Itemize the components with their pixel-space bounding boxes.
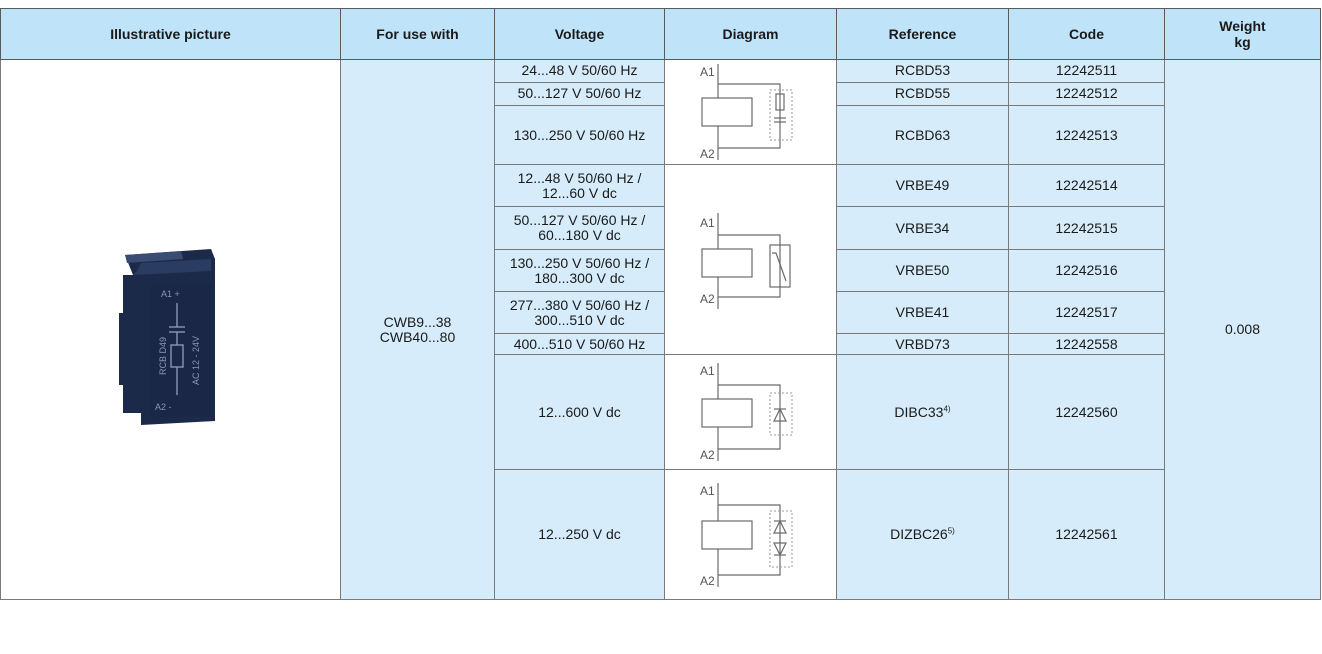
voltage-cell: 50...127 V 50/60 Hz /60...180 V dc bbox=[494, 206, 665, 250]
voltage-cell: 12...48 V 50/60 Hz /12...60 V dc bbox=[494, 164, 665, 207]
table-row: 400...510 V 50/60 Hz VRBD73 12242558 bbox=[1, 333, 1321, 355]
module-a1-label: A1 + bbox=[161, 289, 180, 299]
reference-label: DIZBC26 bbox=[890, 526, 948, 542]
diagram-a2-label: A2 bbox=[700, 448, 715, 462]
code-cell: 12242515 bbox=[1008, 206, 1165, 250]
table-row: 50...127 V 50/60 Hz /60...180 V dc VRBE3… bbox=[1, 206, 1321, 250]
for-use-with-line-2: CWB40...80 bbox=[379, 328, 456, 345]
reference-cell: RCBD63 bbox=[836, 105, 1009, 165]
surge-module-image: A1 + A2 - RCB D49 AC 12 - 24V bbox=[118, 248, 215, 425]
diagram-diode-cell: A1 A2 bbox=[664, 354, 837, 470]
product-image-cell: A1 + A2 - RCB D49 AC 12 - 24V bbox=[0, 59, 341, 600]
reference-cell: VRBE49 bbox=[836, 164, 1009, 207]
voltage-line-2: 300...510 V dc bbox=[534, 311, 625, 328]
code-cell: 12242516 bbox=[1008, 249, 1165, 292]
header-reference: Reference bbox=[836, 8, 1009, 60]
diagram-a2-label: A2 bbox=[700, 574, 715, 588]
reference-label: DIBC33 bbox=[894, 403, 944, 420]
voltage-line-1: 50...127 V 50/60 Hz / bbox=[513, 212, 646, 228]
table-row: 12...48 V 50/60 Hz /12...60 V dc A1 A2 V… bbox=[1, 164, 1321, 355]
reference-cell: VRBE41 bbox=[836, 291, 1009, 334]
voltage-line-1: 130...250 V 50/60 Hz / bbox=[509, 254, 650, 271]
voltage-cell: 277...380 V 50/60 Hz /300...510 V dc bbox=[494, 291, 665, 334]
header-for-use-with: For use with bbox=[340, 8, 495, 60]
module-model-label: RCB D49 bbox=[158, 336, 168, 374]
table-row: A1 + A2 - RCB D49 AC 12 - 24V CWB9...38 … bbox=[0, 59, 1321, 600]
voltage-cell: 130...250 V 50/60 Hz bbox=[494, 105, 665, 165]
code-cell: 12242512 bbox=[1008, 81, 1165, 107]
voltage-cell: 12...600 V dc bbox=[494, 354, 665, 470]
surge-suppressor-table: Illustrative picture For use with Voltag… bbox=[0, 8, 1321, 600]
diagram-a2-label: A2 bbox=[700, 292, 715, 306]
table-row: 12...250 V dc A1 A2 DIZBC265) 1224256 bbox=[1, 469, 1321, 600]
header-voltage: Voltage bbox=[494, 8, 665, 60]
code-cell: 12242558 bbox=[1008, 333, 1165, 355]
weight-cell: 0.008 bbox=[1164, 59, 1321, 600]
voltage-cell: 400...510 V 50/60 Hz bbox=[494, 333, 665, 355]
table-row: 50...127 V 50/60 Hz RCBD55 12242512 bbox=[1, 81, 1321, 107]
voltage-line-2: 12...60 V dc bbox=[542, 184, 617, 201]
header-weight-unit: kg bbox=[1234, 34, 1251, 50]
voltage-cell: 12...250 V dc bbox=[494, 469, 665, 600]
diode-circuit-diagram: A1 A2 bbox=[700, 363, 792, 462]
module-a2-label: A2 - bbox=[155, 402, 172, 412]
diagram-a1-label: A1 bbox=[700, 216, 715, 230]
table-row: 12...600 V dc A1 A2 DIBC334) 12242560 bbox=[1, 354, 1321, 470]
rc-circuit-diagram: A1 A2 bbox=[700, 64, 792, 161]
diagram-a2-label: A2 bbox=[700, 147, 715, 161]
table-row: 277...380 V 50/60 Hz /300...510 V dc VRB… bbox=[1, 291, 1321, 334]
footnote-marker: 5) bbox=[947, 526, 955, 536]
table-row: 130...250 V 50/60 Hz /180...300 V dc VRB… bbox=[1, 249, 1321, 292]
header-illustrative-picture: Illustrative picture bbox=[0, 8, 341, 60]
diagram-varistor-cell: A1 A2 bbox=[664, 164, 837, 355]
header-code: Code bbox=[1008, 8, 1165, 60]
for-use-with-line-1: CWB9...38 bbox=[383, 313, 452, 330]
for-use-with-cell: CWB9...38 CWB40...80 bbox=[340, 59, 495, 600]
voltage-line-2: 60...180 V dc bbox=[538, 227, 621, 243]
voltage-cell: 50...127 V 50/60 Hz bbox=[494, 81, 665, 107]
table-row: 130...250 V 50/60 Hz RCBD63 12242513 bbox=[1, 105, 1321, 165]
voltage-line-2: 180...300 V dc bbox=[534, 269, 625, 286]
varistor-circuit-diagram: A1 A2 bbox=[700, 212, 791, 309]
header-diagram: Diagram bbox=[664, 8, 837, 60]
reference-cell: RCBD55 bbox=[836, 81, 1009, 107]
zener-diode-circuit-diagram: A1 A2 bbox=[700, 482, 792, 588]
diagram-rc-cell: A1 A2 bbox=[664, 59, 837, 165]
diagram-a1-label: A1 bbox=[700, 65, 715, 79]
reference-cell: VRBD73 bbox=[836, 333, 1009, 355]
voltage-cell: 130...250 V 50/60 Hz /180...300 V dc bbox=[494, 249, 665, 292]
code-cell: 12242514 bbox=[1008, 164, 1165, 207]
reference-cell: DIBC334) bbox=[836, 354, 1009, 470]
voltage-cell: 24...48 V 50/60 Hz bbox=[494, 59, 665, 83]
reference-cell: RCBD53 bbox=[836, 59, 1009, 83]
code-cell: 12242561 bbox=[1008, 469, 1165, 600]
header-weight-label: Weight bbox=[1219, 18, 1266, 34]
module-rating-label: AC 12 - 24V bbox=[191, 335, 201, 384]
code-cell: 12242513 bbox=[1008, 105, 1165, 165]
voltage-line-1: 12...48 V 50/60 Hz / bbox=[517, 169, 642, 186]
diagram-a1-label: A1 bbox=[700, 364, 715, 378]
code-cell: 12242511 bbox=[1008, 59, 1165, 83]
reference-cell: DIZBC265) bbox=[836, 469, 1009, 600]
reference-cell: VRBE50 bbox=[836, 249, 1009, 292]
footnote-marker: 4) bbox=[943, 403, 951, 413]
diagram-zener-cell: A1 A2 bbox=[664, 469, 837, 600]
diagram-a1-label: A1 bbox=[700, 484, 715, 498]
code-cell: 12242517 bbox=[1008, 291, 1165, 334]
voltage-line-1: 277...380 V 50/60 Hz / bbox=[509, 296, 650, 313]
code-cell: 12242560 bbox=[1008, 354, 1165, 470]
table-header-row: Illustrative picture For use with Voltag… bbox=[0, 8, 1321, 60]
reference-cell: VRBE34 bbox=[836, 206, 1009, 250]
